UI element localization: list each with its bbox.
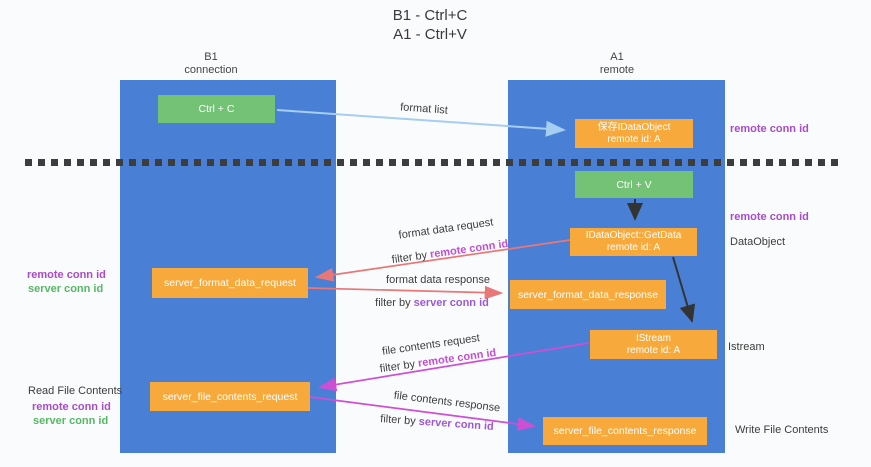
istream-line2: remote id: A: [626, 344, 681, 356]
server-file-contents-response-node: server_file_contents_response: [543, 417, 707, 445]
title-line2: A1 - Ctrl+V: [393, 26, 467, 43]
filter-by-text: filter by: [379, 358, 416, 376]
istream-line1: IStream: [635, 332, 671, 344]
store-dataobject-node: 保存IDataObject remote id: A: [575, 119, 693, 148]
ctrl-c-label: Ctrl + C: [198, 103, 235, 115]
file-contents-response-label: file contents response: [393, 389, 501, 415]
getdata-line1: IDataObject::GetData: [585, 230, 682, 241]
lane-b1-name: B1: [204, 51, 218, 63]
lane-header-b1: B1 connection: [151, 51, 271, 77]
format-data-request-label: format data request: [397, 216, 495, 242]
remote-conn-id-label-mid-right: remote conn id: [730, 211, 809, 223]
server-format-data-request-node: server_format_data_request: [152, 268, 308, 298]
istream-label: Istream: [728, 341, 765, 353]
file-response-filter-label: filter by server conn id: [380, 413, 494, 433]
server-format-data-response-label: server_format_data_response: [517, 288, 659, 301]
lane-b1-role: connection: [184, 64, 238, 76]
remote-conn-id-label-left1: remote conn id: [27, 269, 106, 281]
filter-by-text: filter by: [391, 249, 428, 267]
server-file-contents-request-node: server_file_contents_request: [150, 382, 310, 411]
ctrl-v-label: Ctrl + V: [616, 178, 652, 191]
server-conn-id-text: server conn id: [418, 415, 495, 433]
dashed-separator: [25, 159, 838, 166]
format-request-filter-label: filter by remote conn id: [391, 238, 509, 266]
remote-conn-id-label-left2: remote conn id: [32, 401, 111, 413]
format-response-filter-label: filter by server conn id: [375, 297, 489, 309]
format-response-arrow: [307, 285, 504, 300]
write-file-contents-label: Write File Contents: [735, 424, 829, 436]
server-conn-id-label-left2: server conn id: [33, 415, 109, 427]
ctrl-c-node: Ctrl + C: [158, 95, 275, 123]
server-conn-id-label-left1: server conn id: [28, 283, 104, 295]
server-file-contents-response-label: server_file_contents_response: [553, 425, 697, 437]
format-data-response-label: format data response: [386, 274, 490, 286]
remote-conn-id-label-top-right: remote conn id: [730, 123, 809, 135]
format-list-label: format list: [399, 101, 449, 117]
store-dataobject-line2: remote id: A: [607, 133, 661, 145]
filter-by-text: filter by: [375, 297, 411, 309]
remote-conn-id-text: remote conn id: [429, 237, 509, 261]
server-format-data-request-label: server_format_data_request: [164, 277, 296, 289]
read-file-contents-label: Read File Contents: [28, 385, 123, 397]
diagram-title: B1 - Ctrl+C A1 - Ctrl+V: [0, 6, 860, 44]
filter-by-text: filter by: [379, 413, 417, 428]
title-line1: B1 - Ctrl+C: [392, 7, 468, 24]
ctrl-v-node: Ctrl + V: [575, 171, 693, 198]
getdata-node: IDataObject::GetData remote id: A: [570, 228, 697, 256]
store-dataobject-line1: 保存IDataObject: [597, 121, 671, 133]
lane-a1-name: A1: [610, 51, 624, 63]
server-conn-id-text: server conn id: [413, 297, 489, 309]
lane-a1-role: remote: [599, 64, 635, 76]
getdata-line2: remote id: A: [606, 242, 661, 253]
istream-node: IStream remote id: A: [590, 330, 717, 359]
server-format-data-response-node: server_format_data_response: [510, 280, 666, 309]
dataobject-label: DataObject: [730, 236, 786, 248]
server-file-contents-request-label: server_file_contents_request: [162, 390, 298, 403]
lane-header-a1: A1 remote: [557, 51, 677, 77]
